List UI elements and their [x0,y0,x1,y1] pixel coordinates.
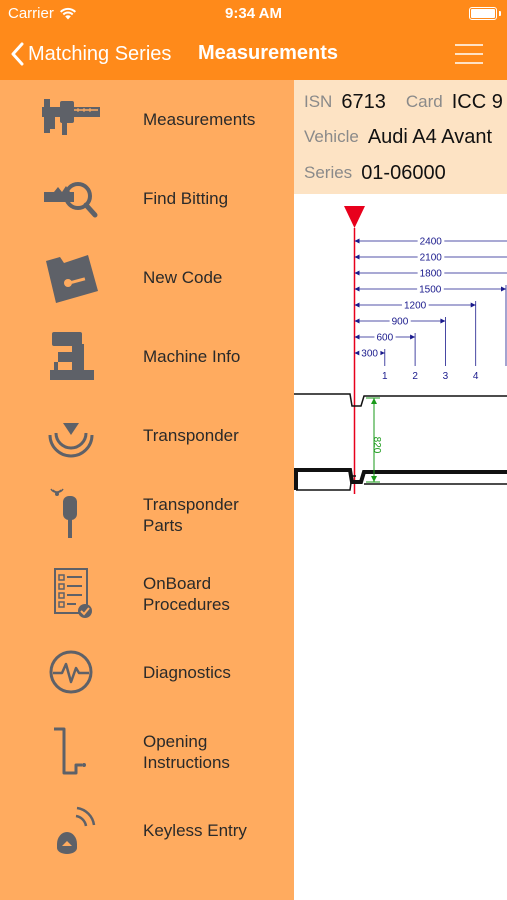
sidebar-item-diagnostics[interactable]: Diagnostics [0,633,294,712]
dimension-line: 1500 [354,283,507,366]
vehicle-row: Vehicle Audi A4 Avant [304,119,507,155]
battery-icon [469,7,501,20]
sidebar-menu: Measurements Find Bitting New Code [0,80,294,900]
dimension-line: 1800 [354,267,507,280]
sidebar-item-label: Opening Instructions [143,731,230,772]
card-value: ICC 9 [451,90,503,113]
back-button-label: Matching Series [28,42,172,65]
sidebar-item-find-bitting[interactable]: Find Bitting [0,159,294,238]
remote-fob-icon [38,800,104,860]
depth-label: 820 [371,437,382,454]
cut-position-labels: 1 2 3 4 [382,371,479,382]
sidebar-item-new-code[interactable]: New Code [0,238,294,317]
sidebar-item-onboard-procedures[interactable]: OnBoard Procedures [0,554,294,633]
key-info-panel: ISN 6713 Card ICC 9 Vehicle Audi A4 Avan… [294,80,507,194]
key-magnifier-icon [38,168,104,228]
heartbeat-icon [38,642,104,702]
transponder-signal-icon [38,405,104,465]
sidebar-item-machine-info[interactable]: Machine Info [0,317,294,396]
dimension-label: 2100 [420,253,443,264]
dimension-line: 600 [354,331,416,366]
series-label: Series [304,163,353,182]
cut-position-label: 3 [443,371,449,382]
page-title: Measurements [198,42,339,64]
wifi-icon [59,7,76,20]
navigation-bar: Matching Series Measurements [0,28,507,80]
dimension-line: 2400 [354,235,507,248]
hamburger-icon [455,44,483,64]
sidebar-item-transponder-parts[interactable]: Transponder Parts [0,475,294,554]
sidebar-item-label: Transponder Parts [143,494,239,535]
cut-position-label: 1 [382,371,388,382]
vehicle-label: Vehicle [304,127,359,146]
dimension-label: 1500 [419,285,442,296]
sidebar-item-label: New Code [143,268,223,287]
dimension-line: 1200 [354,299,477,366]
sidebar-item-label: Find Bitting [143,189,229,208]
series-value: 01-06000 [361,161,446,184]
carrier-indicator: Carrier [8,5,77,22]
carrier-name: Carrier [8,5,54,22]
key-blade-diagram: 820 300 600 900 1200 1500 1800 2100 2400 1 2 3 4 [294,194,507,900]
status-bar: Carrier 9:34 AM [0,0,507,28]
sidebar-item-label: Diagnostics [143,663,231,682]
dimension-label: 2400 [420,237,443,248]
caliper-icon [38,89,104,149]
dimension-line: 2100 [354,251,507,264]
key-blade-drawing: 820 300 600 900 1200 1500 1800 2100 2400 1 2 3 4 [294,206,507,494]
dimension-label: 1800 [420,269,443,280]
chevron-left-icon [11,42,24,66]
stop-marker-icon [344,206,365,228]
sidebar-item-keyless-entry[interactable]: Keyless Entry [0,791,294,870]
sidebar-item-label: OnBoard Procedures [143,573,230,614]
dimension-lines: 300 600 900 1200 1500 1800 2100 2400 [354,235,507,366]
hamburger-menu-button[interactable] [452,38,486,70]
sidebar-item-transponder[interactable]: Transponder [0,396,294,475]
dimension-label: 300 [361,349,378,360]
sidebar-item-opening-instructions[interactable]: Opening Instructions [0,712,294,791]
folder-key-icon [38,247,104,307]
sidebar-item-label: Measurements [143,110,256,129]
vehicle-value: Audi A4 Avant [367,125,493,148]
key-machine-icon [38,326,104,386]
transponder-key-icon [38,484,104,544]
back-button[interactable]: Matching Series [10,38,171,70]
sidebar-item-label: Keyless Entry [143,821,247,840]
depth-indicator: 820 [366,397,382,483]
measurements-content: ISN 6713 Card ICC 9 Vehicle Audi A4 Avan… [294,80,507,900]
checklist-icon [38,563,104,623]
sidebar-item-label: Machine Info [143,347,241,366]
card-label: Card [405,92,443,111]
opening-tool-icon [38,721,104,781]
dimension-label: 1200 [404,301,427,312]
dimension-line: 300 [354,347,386,366]
sidebar-item-measurements[interactable]: Measurements [0,80,294,159]
sidebar-item-label: Transponder [143,426,239,445]
series-row: Series 01-06000 [304,155,466,191]
cut-position-label: 2 [412,371,418,382]
dimension-label: 900 [392,317,409,328]
dimension-label: 600 [376,333,393,344]
isn-value: 6713 [341,90,386,113]
isn-card-row: ISN 6713 Card ICC 9 [304,84,507,120]
dimension-line: 900 [354,315,446,366]
isn-label: ISN [304,92,333,111]
key-blade-outline [294,393,507,491]
cut-position-label: 4 [473,371,479,382]
